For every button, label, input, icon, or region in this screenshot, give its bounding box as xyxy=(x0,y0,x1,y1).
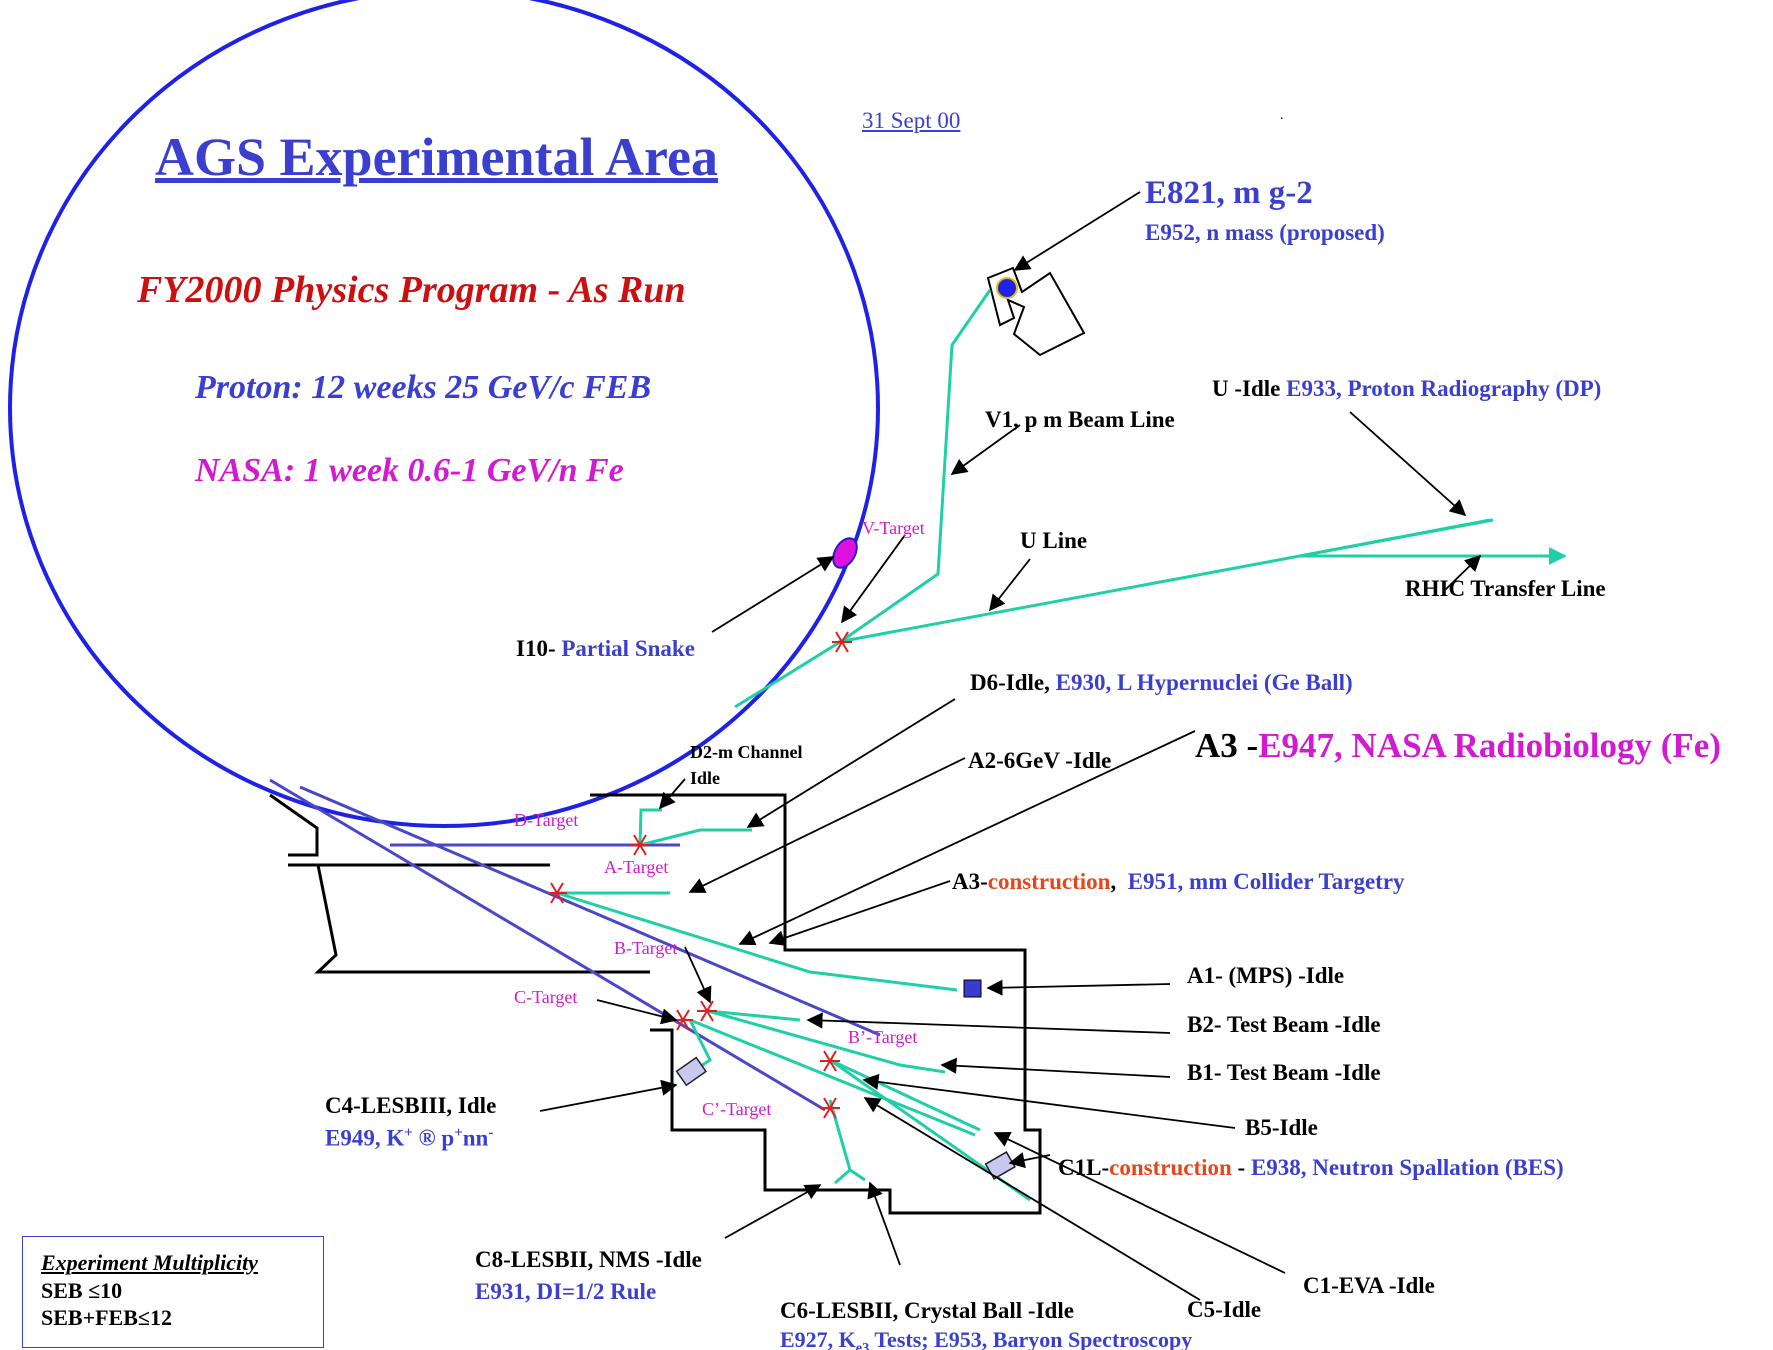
label-a1: A1- (MPS) -Idle xyxy=(1187,963,1345,988)
g2-building xyxy=(986,266,1086,357)
label-e949-sup2: + xyxy=(454,1125,463,1141)
label-i10-group: I10- Partial Snake xyxy=(516,636,695,662)
label-e927: E927, Ke3 Tests; E953, Baryon Spectrosco… xyxy=(780,1327,1192,1350)
label-e821: E821, m g-2 xyxy=(1145,175,1313,211)
label-e933: E933, Proton Radiography (DP) xyxy=(1286,376,1602,401)
label-d2-channel: D2-m Channel xyxy=(690,742,803,762)
label-e938: E938, Neutron Spallation (BES) xyxy=(1250,1155,1564,1180)
label-e930: E930, L Hypernuclei (Ge Ball) xyxy=(1055,670,1353,695)
label-a3: A3 - xyxy=(1195,726,1259,765)
legend-title: Experiment Multiplicity xyxy=(41,1250,258,1275)
label-u-idle: U -Idle xyxy=(1212,376,1281,401)
label-b-target: B-Target xyxy=(614,938,678,958)
beamlines xyxy=(556,289,1567,1202)
bp-target-star xyxy=(820,1050,840,1072)
label-d2-idle: Idle xyxy=(690,768,721,788)
label-partial-snake: Partial Snake xyxy=(561,636,695,661)
c1l-detector-box xyxy=(984,1151,1016,1180)
d-target-star xyxy=(630,834,650,856)
label-e951: E951, mm Collider Targetry xyxy=(1127,869,1405,894)
label-c4: C4-LESBIII, Idle xyxy=(325,1093,497,1118)
label-d6-group: D6-Idle, E930, L Hypernuclei (Ge Ball) xyxy=(970,670,1353,696)
label-a3c: A3- xyxy=(952,869,988,894)
label-d-target: D-Target xyxy=(514,810,579,830)
label-e949-c: nn xyxy=(462,1125,489,1151)
program-title: FY2000 Physics Program - As Run xyxy=(137,269,686,311)
label-b5: B5-Idle xyxy=(1245,1115,1318,1140)
label-c5: C5-Idle xyxy=(1187,1297,1262,1322)
label-bp-target: B’-Target xyxy=(848,1027,918,1047)
label-a3c-group: A3-construction, E951, mm Collider Targe… xyxy=(952,869,1405,895)
label-a2: A2-6GeV -Idle xyxy=(968,748,1112,773)
legend-seb: SEB ≤10 xyxy=(41,1277,123,1303)
label-c6: C6-LESBII, Crystal Ball -Idle xyxy=(780,1298,1074,1323)
label-a3c-comma: , xyxy=(1110,869,1117,894)
label-c8: C8-LESBII, NMS -Idle xyxy=(475,1247,702,1272)
label-c-target: C-Target xyxy=(514,987,578,1007)
label-c1-eva: C1-EVA -Idle xyxy=(1303,1273,1435,1298)
label-a3c-status: construction xyxy=(987,869,1111,894)
label-b2: B2- Test Beam -Idle xyxy=(1187,1012,1381,1037)
proton-program: Proton: 12 weeks 25 GeV/c FEB xyxy=(195,369,652,406)
a-target-star xyxy=(547,882,567,904)
callout-arrows xyxy=(539,191,1482,1301)
ags-ring xyxy=(8,0,880,828)
b-target-star xyxy=(697,1000,717,1022)
label-i10: I10- xyxy=(516,636,556,661)
label-e927-sub: e3 xyxy=(855,1340,870,1350)
label-rhic: RHIC Transfer Line xyxy=(1405,576,1606,601)
v-target-star xyxy=(832,631,852,653)
experimental-hall-outline xyxy=(269,793,1042,1215)
label-e952: E952, n mass (proposed) xyxy=(1145,220,1385,245)
label-e947: E947, NASA Radiobiology (Fe) xyxy=(1258,726,1721,765)
label-e949-sup3: - xyxy=(488,1125,494,1141)
label-e949-b: ® p xyxy=(412,1125,455,1151)
label-e927-a: E927, K xyxy=(780,1327,856,1350)
label-e949-sup1: + xyxy=(404,1125,413,1141)
page-title: AGS Experimental Area xyxy=(155,127,718,187)
label-e949-a: E949, K xyxy=(325,1125,405,1151)
g2-ring-icon xyxy=(996,277,1018,299)
stray-dot: . xyxy=(1280,108,1284,123)
label-a-target: A-Target xyxy=(604,857,669,877)
partial-snake-icon xyxy=(832,537,858,569)
label-d6: D6-Idle, xyxy=(970,670,1050,695)
legend-seb-feb: SEB+FEB≤12 xyxy=(41,1305,172,1330)
label-c1l: C1L- xyxy=(1058,1155,1110,1180)
cp-target-star xyxy=(820,1097,840,1119)
label-e927-b: Tests; E953, Baryon Spectroscopy xyxy=(869,1327,1193,1350)
label-b1: B1- Test Beam -Idle xyxy=(1187,1060,1381,1085)
label-v-target: V-Target xyxy=(862,518,925,538)
multiplicity-legend: Experiment Multiplicity SEB ≤10 SEB+FEB≤… xyxy=(22,1236,324,1348)
label-e931: E931, DI=1/2 Rule xyxy=(475,1279,657,1304)
label-v1: V1, p m Beam Line xyxy=(985,407,1175,432)
target-stars xyxy=(547,631,852,1119)
c4-detector-box xyxy=(675,1056,708,1087)
label-a3-group: A3 -E947, NASA Radiobiology (Fe) xyxy=(1195,726,1721,766)
label-c1l-status: construction xyxy=(1109,1155,1232,1180)
a1-mps-box xyxy=(963,979,982,998)
date-link[interactable]: 31 Sept 00 xyxy=(862,108,961,133)
label-e949: E949, K+ ® p+nn- xyxy=(325,1125,493,1152)
label-u-line: U Line xyxy=(1020,528,1088,553)
nasa-program: NASA: 1 week 0.6-1 GeV/n Fe xyxy=(195,452,624,489)
label-c1l-group: C1L-construction - E938, Neutron Spallat… xyxy=(1058,1155,1564,1181)
label-c1l-dash: - xyxy=(1231,1155,1251,1180)
label-cp-target: C’-Target xyxy=(702,1099,772,1119)
label-u-idle-group: U -Idle E933, Proton Radiography (DP) xyxy=(1212,376,1601,402)
